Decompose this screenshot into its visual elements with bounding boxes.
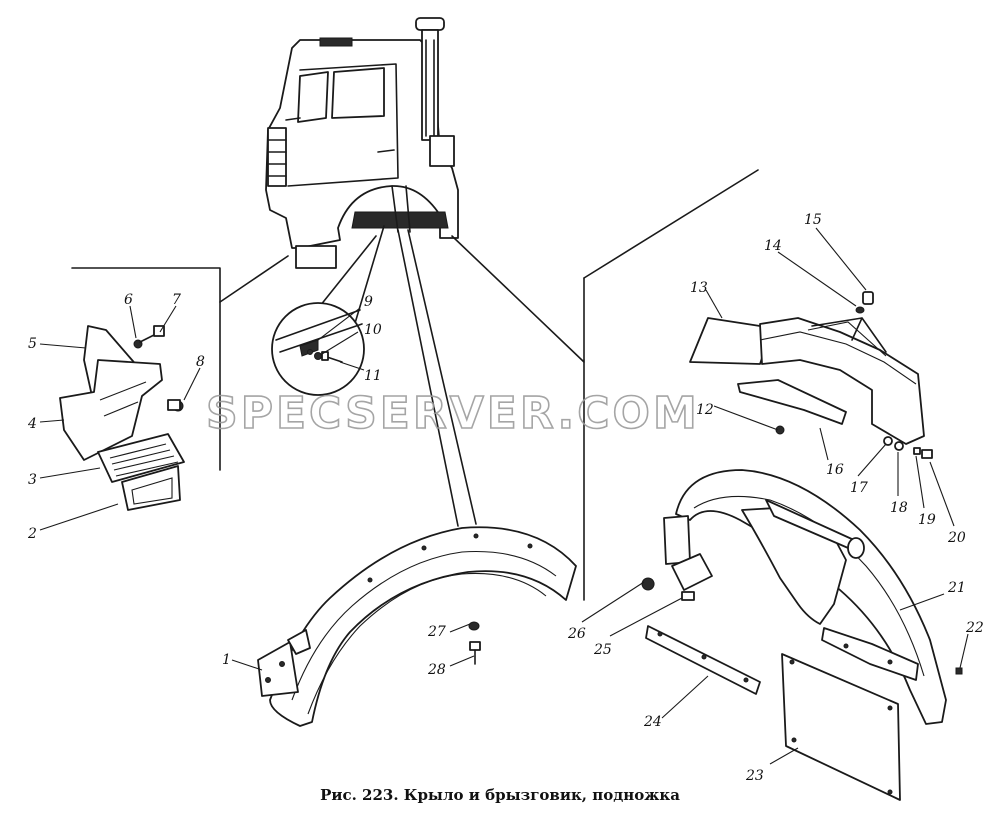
callout-label: 11 xyxy=(364,368,382,384)
callout-label: 12 xyxy=(696,402,714,418)
callout-label: 1 xyxy=(222,652,231,668)
callout-label: 16 xyxy=(826,462,844,478)
callout-label: 2 xyxy=(27,526,37,542)
callout-label: 7 xyxy=(172,292,181,308)
callout-label: 8 xyxy=(196,354,205,370)
rear-fender-lower-section xyxy=(641,469,963,725)
callout-label: 4 xyxy=(27,416,37,432)
callout-label: 26 xyxy=(567,626,586,642)
callout-label: 27 xyxy=(427,624,446,640)
callout-label: 24 xyxy=(643,714,662,730)
figure-caption: Рис. 223. Крыло и брызговик, подножка xyxy=(320,786,680,804)
callout-label: 10 xyxy=(364,322,382,338)
callout-label: 25 xyxy=(593,642,612,658)
callout-label: 20 xyxy=(947,530,966,546)
callout-label: 9 xyxy=(364,294,373,310)
callout-label: 17 xyxy=(850,480,868,496)
callout-label: 3 xyxy=(28,472,37,488)
fender-bolt-27-28 xyxy=(468,621,481,665)
watermark-text: SPECSERVER.COM xyxy=(206,388,700,439)
callout-label: 21 xyxy=(947,580,966,596)
truck-cab-illustration xyxy=(265,17,459,269)
callout-label: 14 xyxy=(764,238,782,254)
detail-inset-circle xyxy=(271,302,365,396)
rear-fender-upper-section xyxy=(689,291,933,459)
callout-label: 22 xyxy=(965,620,984,636)
callout-label: 6 xyxy=(124,292,133,308)
callout-leaders xyxy=(39,227,969,765)
callout-label: 13 xyxy=(690,280,708,296)
callout-numbers: 1 2 3 4 5 6 7 8 9 10 11 12 13 14 15 16 1… xyxy=(27,212,984,784)
callout-label: 15 xyxy=(804,212,822,228)
mudflap xyxy=(781,653,901,801)
callout-label: 5 xyxy=(28,336,37,352)
callout-label: 23 xyxy=(745,768,764,784)
step-assembly xyxy=(59,325,185,511)
front-fender xyxy=(257,526,577,727)
callout-label: 28 xyxy=(427,662,446,678)
callout-label: 18 xyxy=(890,500,908,516)
callout-label: 19 xyxy=(918,512,936,528)
mudflap-mounting-strip xyxy=(645,625,761,695)
leader-lines xyxy=(71,169,759,601)
